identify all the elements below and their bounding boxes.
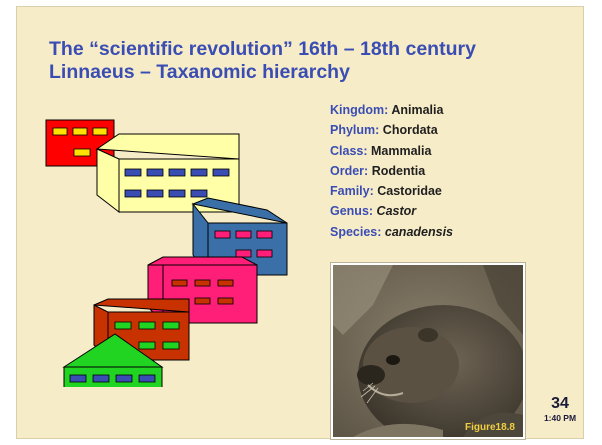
beaver-photo: Figure18.8 (331, 263, 525, 439)
beaver-image (333, 265, 523, 437)
slide: The “scientific revolution” 16th – 18th … (17, 7, 583, 438)
taxonomy-item-order: Order: Rodentia (330, 161, 453, 181)
figure-caption: Figure18.8 (465, 422, 515, 433)
taxonomy-item-kingdom: Kingdom: Animalia (330, 100, 453, 120)
taxonomy-item-species: Species: canadensis (330, 222, 453, 242)
taxonomy-item-family: Family: Castoridae (330, 181, 453, 201)
slide-number: 34 (538, 395, 582, 412)
taxonomy-item-class: Class: Mammalia (330, 141, 453, 161)
taxonomy-buildings-diagram (17, 7, 317, 387)
slide-time: 1:40 PM (532, 413, 588, 423)
taxonomy-item-genus: Genus: Castor (330, 201, 453, 221)
taxonomy-list: Kingdom: Animalia Phylum: Chordata Class… (330, 100, 453, 242)
taxonomy-item-phylum: Phylum: Chordata (330, 120, 453, 140)
